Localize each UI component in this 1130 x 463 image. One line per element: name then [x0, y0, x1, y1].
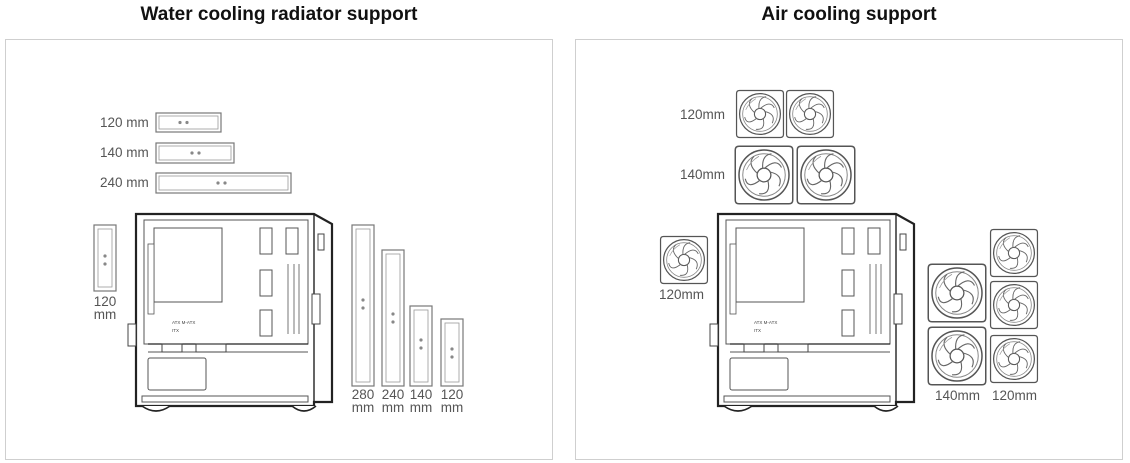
water-front-280-value: 280 [351, 387, 375, 402]
fan-top-120-a [735, 89, 785, 139]
air-front-140-label: 140mm [935, 388, 981, 403]
radiator-240-top [155, 172, 292, 194]
air-rear-120-label: 120mm [659, 287, 705, 302]
water-front-140-value: 140 [409, 387, 433, 402]
water-top-size-120-label: 120 mm [100, 115, 149, 130]
fan-top-140-a [734, 145, 794, 205]
air-front-120-label: 120mm [992, 388, 1038, 403]
water-rear-size-unit: mm [93, 307, 117, 322]
water-top-size-140-label: 140 mm [100, 145, 149, 160]
radiator-140-front [409, 305, 433, 387]
water-top-size-240-label: 240 mm [100, 175, 149, 190]
pc-case-water [126, 212, 334, 413]
pc-case-air [708, 212, 916, 413]
fan-front-140-b [927, 326, 987, 386]
fan-front-140-a [927, 263, 987, 323]
radiator-120-top [155, 112, 222, 133]
air-top-120-label: 120mm [680, 107, 726, 122]
air-cooling-title: Air cooling support [761, 4, 937, 25]
water-rear-size-value: 120 [93, 294, 117, 309]
fan-front-120-a [989, 228, 1039, 278]
fan-top-140-b [796, 145, 856, 205]
fan-front-120-b [989, 280, 1039, 330]
radiator-240-front [381, 249, 405, 387]
air-top-140-label: 140mm [680, 167, 726, 182]
water-front-140-unit: mm [409, 400, 433, 415]
radiator-280-front [351, 224, 375, 387]
water-front-120-value: 120 [440, 387, 464, 402]
water-front-120-unit: mm [440, 400, 464, 415]
fan-front-120-c [989, 334, 1039, 384]
fan-rear-120 [659, 235, 709, 285]
water-front-240-unit: mm [381, 400, 405, 415]
radiator-120-rear [93, 224, 117, 292]
water-front-280-unit: mm [351, 400, 375, 415]
radiator-120-front [440, 318, 464, 387]
water-front-240-value: 240 [381, 387, 405, 402]
water-cooling-title: Water cooling radiator support [140, 4, 418, 25]
radiator-140-top [155, 142, 235, 164]
fan-top-120-b [785, 89, 835, 139]
